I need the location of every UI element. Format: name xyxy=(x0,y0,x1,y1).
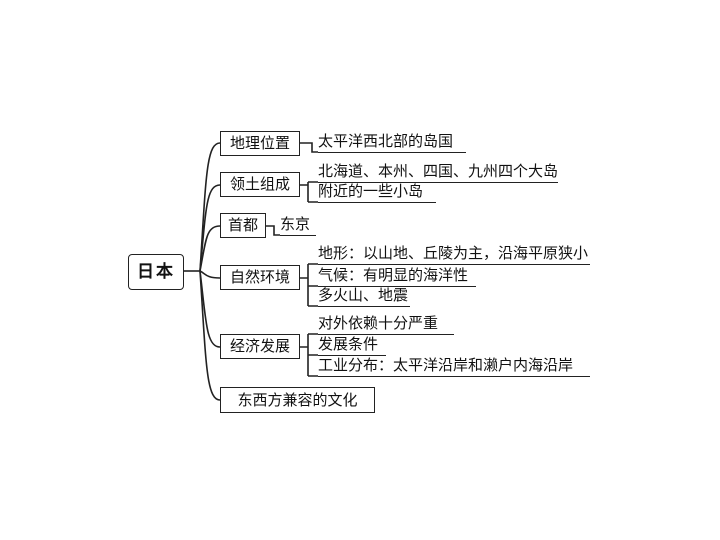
branch-2-connector xyxy=(300,181,318,203)
trunk-curve-1 xyxy=(199,142,221,272)
branch-culture: 东西方兼容的文化 xyxy=(220,387,375,413)
branch-3-connector xyxy=(266,225,280,236)
branch-4-connector xyxy=(300,263,318,307)
branch-1-connector xyxy=(300,142,318,153)
leaf-volcano: 多火山、地震 xyxy=(318,288,410,307)
trunk-curve-3 xyxy=(199,225,221,272)
branch-capital: 首都 xyxy=(220,213,266,238)
branch-territory: 领土组成 xyxy=(220,172,300,197)
leaf-four-islands: 北海道、本州、四国、九州四个大岛 xyxy=(318,164,558,183)
leaf-climate: 气候：有明显的海洋性 xyxy=(318,268,476,287)
leaf-conditions: 发展条件 xyxy=(318,337,386,356)
trunk-curve-6 xyxy=(199,270,221,401)
leaf-dependence: 对外依赖十分严重 xyxy=(318,316,454,335)
leaf-terrain: 地形：以山地、丘陵为主，沿海平原狭小 xyxy=(318,246,590,265)
leaf-industry-distribution: 工业分布：太平洋沿岸和濑户内海沿岸 xyxy=(318,358,590,377)
root-node: 日本 xyxy=(128,254,184,290)
leaf-tokyo: 东京 xyxy=(280,217,316,236)
branch-economy: 经济发展 xyxy=(220,334,300,359)
leaf-small-islands: 附近的一些小岛 xyxy=(318,184,436,203)
trunk-curve-2 xyxy=(199,184,221,272)
trunk-curve-4 xyxy=(199,270,221,279)
branch-5-connector xyxy=(300,333,318,377)
leaf-location: 太平洋西北部的岛国 xyxy=(318,134,466,153)
branch-natural-environment: 自然环境 xyxy=(220,265,300,290)
branch-geography-location: 地理位置 xyxy=(220,131,300,156)
